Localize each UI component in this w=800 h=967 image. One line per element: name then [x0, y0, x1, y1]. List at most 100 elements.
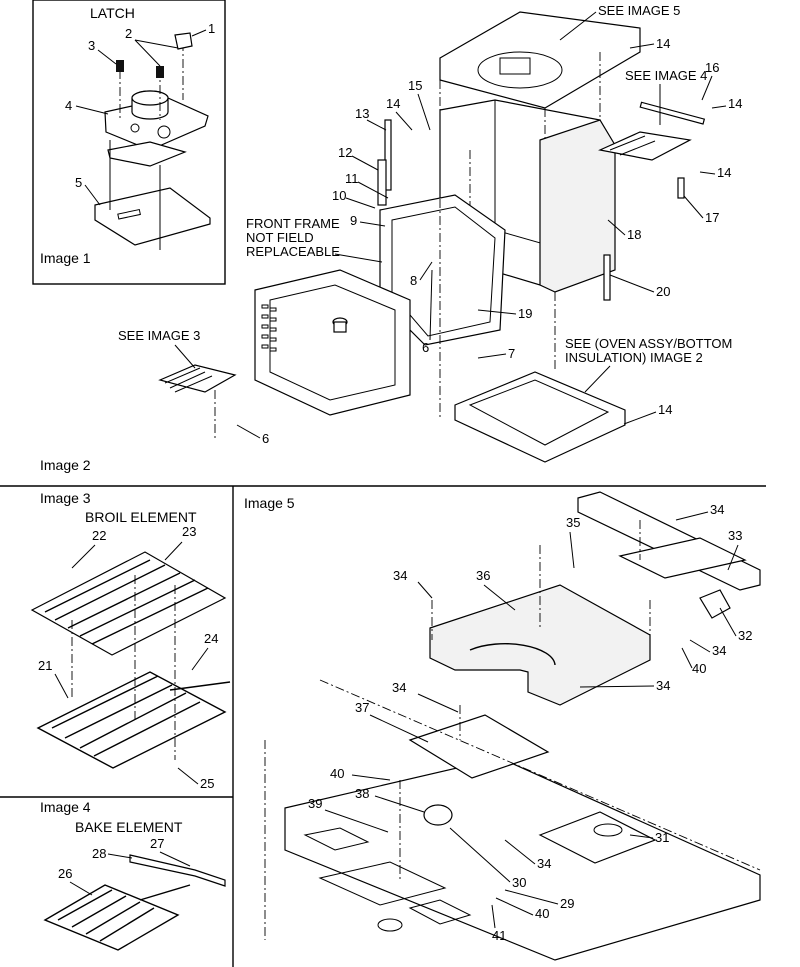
callout-9: 9	[350, 213, 357, 228]
bracket-12	[377, 159, 387, 206]
callout-30: 30	[512, 875, 526, 890]
callout-17: 17	[705, 210, 719, 225]
callout-16: 16	[705, 60, 719, 75]
air-duct	[429, 584, 651, 706]
note-oven-assy-1: SEE (OVEN ASSY/BOTTOM	[565, 336, 732, 351]
callout-34c: 34	[712, 643, 726, 658]
callout-7: 7	[508, 346, 515, 361]
callout-1: 1	[208, 21, 215, 36]
note-oven-assy-2: INSULATION) IMAGE 2	[565, 350, 703, 365]
callout-39: 39	[308, 796, 322, 811]
insulation-31	[538, 811, 657, 864]
callout-13: 13	[355, 106, 369, 121]
broil-element-coil	[36, 671, 227, 769]
image3-caption: Image 3	[40, 490, 91, 506]
callout-32: 32	[738, 628, 752, 643]
oven-liner	[254, 269, 411, 416]
callout-14a: 14	[656, 36, 670, 51]
image4-caption: Image 4	[40, 799, 91, 815]
callout-22: 22	[92, 528, 106, 543]
callout-24: 24	[204, 631, 218, 646]
callout-37: 37	[355, 700, 369, 715]
callout-5: 5	[75, 175, 82, 190]
callout-28: 28	[92, 846, 106, 861]
callout-23: 23	[182, 524, 196, 539]
fan-motor-38	[423, 804, 453, 826]
note-see-image-5: SEE IMAGE 5	[598, 3, 680, 18]
broil-element-ref	[158, 364, 237, 393]
callout-10: 10	[332, 188, 346, 203]
callout-41: 41	[492, 928, 506, 943]
bake-element-coil	[43, 884, 180, 951]
note-see-image-4: SEE IMAGE 4	[625, 68, 707, 83]
panel-borders	[0, 0, 766, 967]
callout-34d: 34	[656, 678, 670, 693]
note-front-frame-3: REPLACEABLE	[246, 244, 340, 259]
broil-element-title: BROIL ELEMENT	[85, 509, 197, 525]
callout-26: 26	[58, 866, 72, 881]
callout-29: 29	[560, 896, 574, 911]
callout-35: 35	[566, 515, 580, 530]
note-front-frame-1: FRONT FRAME	[246, 216, 340, 231]
callout-14b: 14	[728, 96, 742, 111]
image3-broil-element: Image 3 BROIL ELEMENT 22 23 24 21 25	[30, 490, 231, 791]
latch-title: LATCH	[90, 5, 135, 21]
note-front-frame-2: NOT FIELD	[246, 230, 314, 245]
callout-6a: 6	[422, 340, 429, 355]
bracket-13	[384, 119, 392, 191]
latch-base-plate	[107, 141, 187, 167]
callout-14d: 14	[386, 96, 400, 111]
callout-21: 21	[38, 658, 52, 673]
bracket-16	[639, 101, 706, 125]
callout-14c: 14	[717, 165, 731, 180]
insulation-37	[408, 714, 550, 779]
callout-15: 15	[408, 78, 422, 93]
callout-14e: 14	[658, 402, 672, 417]
bake-element-ref	[598, 131, 692, 161]
callout-27: 27	[150, 836, 164, 851]
callout-25: 25	[200, 776, 214, 791]
callout-18: 18	[627, 227, 641, 242]
callout-4: 4	[65, 98, 72, 113]
top-panel	[439, 11, 641, 109]
callout-40a: 40	[692, 661, 706, 676]
callout-33: 33	[728, 528, 742, 543]
callout-34a: 34	[710, 502, 724, 517]
callout-2: 2	[125, 26, 132, 41]
image5-top-assembly: Image 5 35 34 33	[244, 491, 761, 961]
callout-36: 36	[476, 568, 490, 583]
image5-caption: Image 5	[244, 495, 295, 511]
callout-11: 11	[345, 171, 359, 186]
callout-12: 12	[338, 145, 352, 160]
bake-element-title: BAKE ELEMENT	[75, 819, 183, 835]
latch-bracket	[94, 187, 211, 246]
bracket-17	[677, 177, 685, 199]
liner-vent-holes	[261, 304, 277, 352]
screw-3	[116, 60, 124, 72]
side-panel	[539, 119, 616, 293]
bracket-20	[603, 254, 611, 301]
callout-8: 8	[410, 273, 417, 288]
callout-31: 31	[655, 830, 669, 845]
image4-bake-element: Image 4 BAKE ELEMENT 28 27 26	[40, 799, 226, 951]
screw-2	[156, 66, 164, 78]
callout-19: 19	[518, 306, 532, 321]
callout-34f: 34	[537, 856, 551, 871]
image2-caption: Image 2	[40, 457, 91, 473]
callout-38: 38	[355, 786, 369, 801]
callout-40c: 40	[535, 906, 549, 921]
callout-34e: 34	[392, 680, 406, 695]
image2-oven-assembly: Image 2	[40, 3, 742, 473]
latch-switch	[174, 32, 193, 50]
callout-20: 20	[656, 284, 670, 299]
callout-3: 3	[88, 38, 95, 53]
bake-bracket	[129, 854, 226, 887]
broil-reflector	[30, 551, 227, 656]
image1-latch: LATCH Image 1 1 2 3 4 5	[40, 5, 215, 266]
callout-6b: 6	[262, 431, 269, 446]
callout-40b: 40	[330, 766, 344, 781]
note-see-image-3: SEE IMAGE 3	[118, 328, 200, 343]
callout-34b: 34	[393, 568, 407, 583]
image1-caption: Image 1	[40, 250, 91, 266]
